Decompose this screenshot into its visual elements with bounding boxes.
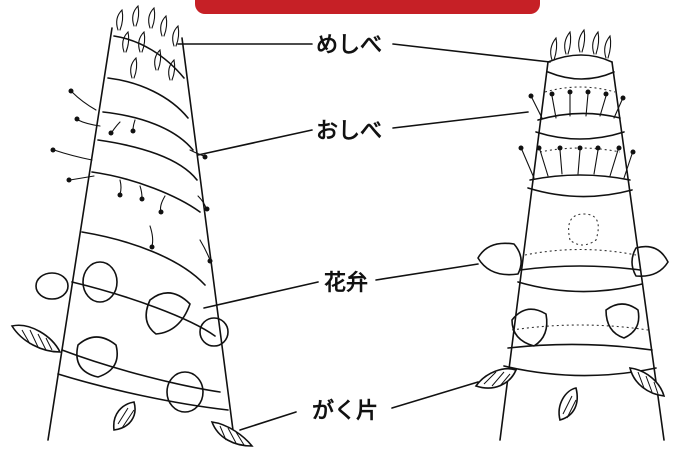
right-sepals bbox=[474, 367, 666, 421]
left-cone-right-edge bbox=[181, 37, 235, 439]
label-petal: 花弁 bbox=[324, 270, 368, 296]
left-spiral-line-7 bbox=[71, 281, 216, 337]
left-spiral-line-8 bbox=[61, 349, 221, 393]
stamen-leader-right bbox=[392, 111, 529, 129]
left-petals bbox=[35, 261, 229, 413]
left-sepals bbox=[10, 324, 254, 447]
petal-leader-left bbox=[203, 281, 319, 309]
left-spiral-line-4 bbox=[97, 139, 198, 181]
title-banner bbox=[195, 0, 540, 14]
right-pistils bbox=[550, 28, 612, 61]
label-sepal: がく片 bbox=[312, 398, 378, 424]
right-cone-right-edge bbox=[611, 61, 665, 441]
label-stamen: おしべ bbox=[316, 119, 382, 144]
sepal-leader-left bbox=[239, 411, 297, 431]
left-spiral-flower bbox=[10, 4, 254, 447]
leader-lines bbox=[177, 43, 551, 431]
left-spiral-line-2 bbox=[107, 77, 189, 119]
right-petals bbox=[477, 213, 669, 347]
petal-leader-right bbox=[375, 263, 479, 281]
right-layered-flower bbox=[474, 28, 669, 441]
left-spiral-line-1 bbox=[113, 35, 185, 79]
right-stamens bbox=[518, 89, 636, 179]
left-cone-left-edge bbox=[47, 27, 113, 441]
left-spiral-line-3 bbox=[102, 111, 194, 151]
pistil-leader-right bbox=[392, 43, 551, 63]
sepal-leader-right bbox=[391, 381, 479, 409]
left-pistils bbox=[116, 4, 180, 81]
label-pistil: めしべ bbox=[316, 33, 382, 58]
stamen-leader-left bbox=[197, 129, 313, 156]
left-spiral-line-6 bbox=[81, 231, 206, 286]
left-spiral-line-9 bbox=[57, 373, 229, 411]
left-stamens bbox=[50, 88, 213, 264]
left-spiral-line-5 bbox=[91, 171, 201, 213]
